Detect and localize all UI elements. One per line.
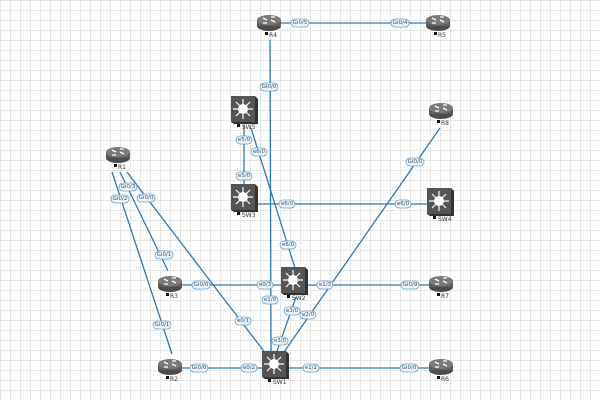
svg-text:Gi0/0: Gi0/0 xyxy=(408,159,423,165)
router-icon xyxy=(105,146,131,164)
port-label: Gi0/0 xyxy=(189,363,209,373)
router-icon xyxy=(157,358,183,376)
svg-text:R3: R3 xyxy=(170,293,178,300)
svg-text:SW1: SW1 xyxy=(273,379,287,386)
switch-icon xyxy=(230,183,259,213)
port-label: e0/3 xyxy=(256,280,274,290)
svg-text:Gi0/0: Gi0/0 xyxy=(194,282,209,288)
port-label: e5/0 xyxy=(235,171,253,181)
svg-text:e6/0: e6/0 xyxy=(281,201,294,207)
svg-text:Gi0/4: Gi0/4 xyxy=(393,20,408,26)
node-r6[interactable]: R6 xyxy=(428,358,454,383)
svg-text:SW4: SW4 xyxy=(438,216,452,223)
port-label: Gi0/4 xyxy=(390,18,410,28)
svg-text:e6/0: e6/0 xyxy=(253,149,266,155)
port-labels: Gi0/5 Gi0/4 Gi0/0 e1/0 e5/0 e5/0 e6/0 e6… xyxy=(110,18,425,373)
svg-text:Gi0/9: Gi0/9 xyxy=(403,282,418,288)
port-label: e0/1 xyxy=(234,316,252,326)
svg-text:R1: R1 xyxy=(118,164,126,171)
port-label: e3/0 xyxy=(271,336,289,346)
node-r3[interactable]: R3 xyxy=(157,275,183,300)
port-label: e6/0 xyxy=(394,199,412,209)
port-label: Gi0/9 xyxy=(400,280,420,290)
node-r8[interactable]: R8 xyxy=(428,102,454,127)
node-r7[interactable]: R7 xyxy=(428,275,454,300)
router-icon xyxy=(428,358,454,376)
node-sw2[interactable]: SW2 xyxy=(280,266,309,302)
svg-text:Gi0/0: Gi0/0 xyxy=(262,84,277,90)
port-label: e0/2 xyxy=(240,363,258,373)
svg-text:Gi0/0: Gi0/0 xyxy=(139,195,154,201)
svg-text:e1/0: e1/0 xyxy=(264,297,277,303)
svg-text:e0/1: e0/1 xyxy=(237,318,249,324)
node-sw5[interactable]: SW5 xyxy=(230,95,259,131)
router-icon xyxy=(425,14,451,32)
svg-text:e3/0: e3/0 xyxy=(274,338,287,344)
link-sw2-sw1[interactable] xyxy=(275,296,297,355)
router-icon xyxy=(428,102,454,120)
port-label: e1/3 xyxy=(316,280,334,290)
svg-text:Gi0/1: Gi0/1 xyxy=(155,322,170,328)
svg-text:e1/3: e1/3 xyxy=(319,282,332,288)
svg-text:Gi0/0: Gi0/0 xyxy=(402,365,417,371)
links xyxy=(111,22,441,369)
router-icon xyxy=(428,275,454,293)
port-label: e1/2 xyxy=(302,363,320,373)
node-sw3[interactable]: SW3 xyxy=(230,183,259,219)
switch-icon xyxy=(230,95,259,125)
svg-text:e0/2: e0/2 xyxy=(243,365,255,371)
port-label: Gi0/5 xyxy=(290,18,310,28)
svg-text:e5/0: e5/0 xyxy=(238,137,251,143)
svg-text:e6/0: e6/0 xyxy=(282,242,295,248)
port-label: Gi0/0 xyxy=(191,280,211,290)
svg-text:R4: R4 xyxy=(269,32,277,39)
node-r1[interactable]: R1 xyxy=(105,146,131,171)
port-label: e3/0 xyxy=(283,306,301,316)
node-r4[interactable]: R4 xyxy=(256,14,282,39)
node-sw4[interactable]: SW4 xyxy=(426,187,455,223)
port-label: e6/0 xyxy=(279,240,297,250)
svg-text:R2: R2 xyxy=(170,376,178,383)
svg-text:e0/3: e0/3 xyxy=(259,282,272,288)
port-label: Gi0/0 xyxy=(259,82,279,92)
port-label: e6/0 xyxy=(250,147,268,157)
switch-icon xyxy=(261,350,290,380)
port-label: Gi0/2 xyxy=(110,194,130,204)
port-label: Gi0/3 xyxy=(118,182,138,192)
port-label: Gi0/0 xyxy=(136,193,156,203)
svg-text:e2/0: e2/0 xyxy=(302,312,315,318)
svg-text:SW2: SW2 xyxy=(292,295,306,302)
svg-text:e3/0: e3/0 xyxy=(286,308,299,314)
port-label: e1/0 xyxy=(261,295,279,305)
svg-text:Gi0/5: Gi0/5 xyxy=(293,20,308,26)
switch-icon xyxy=(280,266,309,296)
svg-text:Gi0/3: Gi0/3 xyxy=(121,184,136,190)
svg-text:e1/2: e1/2 xyxy=(305,365,317,371)
svg-text:e6/0: e6/0 xyxy=(397,201,410,207)
port-label: Gi0/0 xyxy=(399,363,419,373)
svg-text:Gi0/1: Gi0/1 xyxy=(157,252,172,258)
port-label: e5/0 xyxy=(235,135,253,145)
svg-text:R7: R7 xyxy=(441,293,449,300)
port-label: Gi0/0 xyxy=(405,157,425,167)
port-label: Gi0/1 xyxy=(154,250,174,260)
svg-text:Gi0/2: Gi0/2 xyxy=(113,196,128,202)
svg-text:R8: R8 xyxy=(441,120,449,127)
port-label: Gi0/1 xyxy=(152,320,172,330)
svg-text:SW3: SW3 xyxy=(242,212,256,219)
port-label: e2/0 xyxy=(299,310,317,320)
router-icon xyxy=(157,275,183,293)
switch-icon xyxy=(426,187,455,217)
router-icon xyxy=(256,14,282,32)
svg-text:SW5: SW5 xyxy=(242,124,256,131)
node-r5[interactable]: R5 xyxy=(425,14,451,39)
svg-text:R5: R5 xyxy=(438,32,446,39)
port-label: e6/0 xyxy=(278,199,296,209)
svg-text:e5/0: e5/0 xyxy=(238,173,251,179)
svg-text:Gi0/0: Gi0/0 xyxy=(192,365,207,371)
node-sw1[interactable]: SW1 xyxy=(261,350,290,386)
svg-text:R6: R6 xyxy=(441,376,449,383)
node-r2[interactable]: R2 xyxy=(157,358,183,383)
